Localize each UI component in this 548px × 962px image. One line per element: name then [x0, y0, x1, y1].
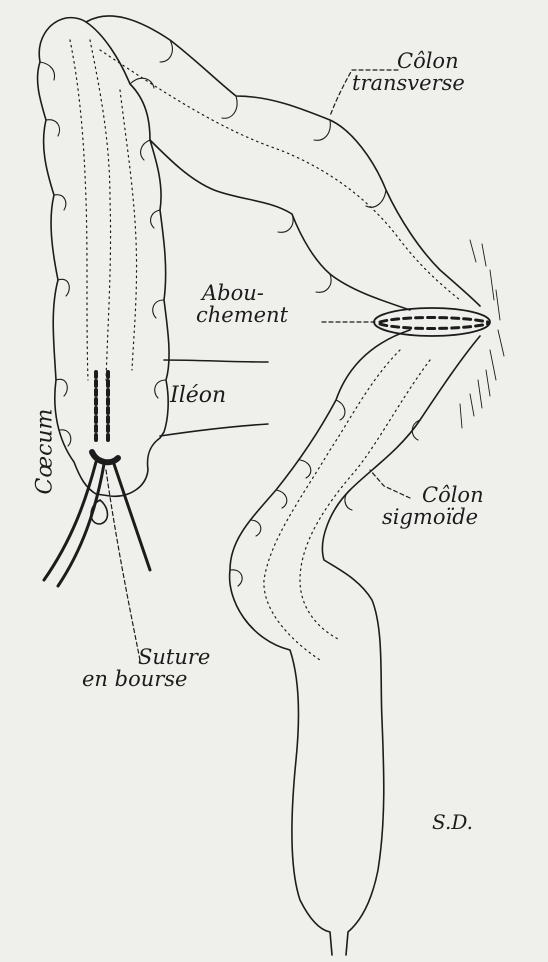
label-suture-en-bourse: Suture en bourse — [82, 646, 210, 690]
label-caecum: Cœcum — [33, 409, 56, 495]
label-colon-transverse: Côlon transverse — [352, 50, 465, 94]
label-colon-transverse-line1: Côlon — [352, 50, 465, 72]
label-abouchement: Abou- chement — [196, 282, 288, 326]
purse-string-suture — [44, 372, 150, 586]
transverse-haustra — [130, 40, 386, 292]
label-suture-line1: Suture — [82, 646, 210, 668]
label-suture-line2: en bourse — [82, 668, 210, 690]
leader-suture — [106, 470, 140, 660]
taenia-left-2 — [70, 40, 88, 380]
haustra-right — [141, 140, 166, 398]
artist-signature: S.D. — [432, 812, 473, 833]
label-colon-sigmoide-line1: Côlon — [382, 484, 484, 506]
anastomosis-ellipse — [374, 308, 490, 336]
label-colon-sigmoide-line2: sigmoïde — [382, 506, 484, 528]
label-ileon: Iléon — [170, 384, 226, 407]
taenia-left — [90, 40, 111, 380]
label-abouchement-line2: chement — [196, 304, 288, 326]
sigmoid-taenia — [264, 350, 400, 660]
label-abouchement-line1: Abou- — [196, 282, 288, 304]
label-colon-sigmoide: Côlon sigmoïde — [382, 484, 484, 528]
taenia-left-3 — [120, 90, 137, 370]
label-colon-transverse-line2: transverse — [352, 72, 465, 94]
